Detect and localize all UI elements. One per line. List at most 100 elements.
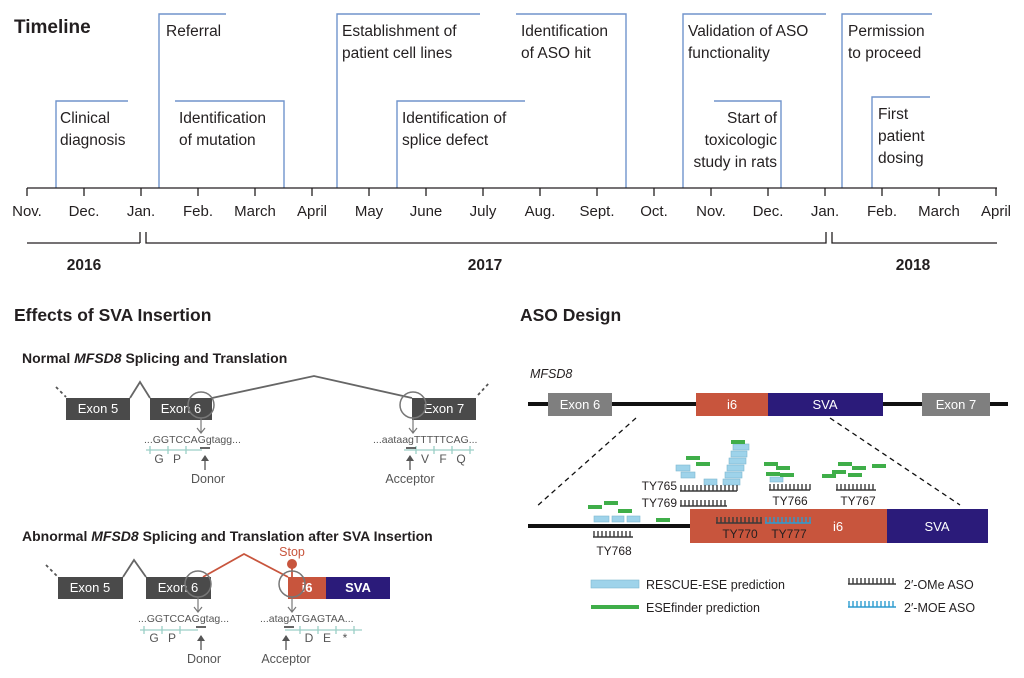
month-label: Jan. xyxy=(127,203,155,220)
event-label-first-patient-dosing: First xyxy=(878,106,909,123)
event-label-identification-of-aso-hit: of ASO hit xyxy=(521,45,591,62)
event-bracket-identification-of-mutation xyxy=(175,100,285,188)
legend-moe-label: 2′-MOE ASO xyxy=(904,601,975,615)
abnormal-exon5: Exon 5 xyxy=(70,580,110,595)
aso-ty765: TY765 xyxy=(642,479,678,493)
svg-text:F: F xyxy=(439,452,446,466)
timeline-ticks xyxy=(26,188,997,196)
aso-ty767: TY767 xyxy=(840,494,876,508)
month-label: April xyxy=(981,203,1011,220)
event-label-first-patient-dosing: dosing xyxy=(878,150,924,167)
legend-ome-swatch xyxy=(848,578,896,585)
month-label: Nov. xyxy=(696,203,726,220)
event-label-clinical-diagnosis: Clinical xyxy=(60,110,110,127)
aso-legend: RESCUE-ESE prediction ESEfinder predicti… xyxy=(590,578,975,615)
aso-glyph-ty766 xyxy=(769,484,811,491)
abnormal-splicing-diagram: Exon 5 Exon 6 i6 SVA Stop ...GGTCCAGgtag… xyxy=(45,545,390,666)
aso-ty766: TY766 xyxy=(772,494,808,508)
legend-esefinder-label: ESEfinder prediction xyxy=(646,601,760,615)
svg-text:Q: Q xyxy=(456,452,465,466)
month-label: Feb. xyxy=(183,203,213,220)
rescue-ese-predictions xyxy=(593,443,784,523)
normal-acceptor-sequence: ...aataagTTTTTCAG... xyxy=(373,434,477,446)
normal-splicing-diagram: Exon 5 Exon 6 Exon 7 ...GGTCCAGgtagg... … xyxy=(55,375,491,486)
abnormal-splicing-title: Abnormal MFSD8 Splicing and Translation … xyxy=(22,528,433,544)
year-2017: 2017 xyxy=(468,257,502,274)
aso-exon7: Exon 7 xyxy=(936,397,976,412)
year-2018: 2018 xyxy=(896,257,931,274)
normal-splicing-title: Normal MFSD8 Splicing and Translation xyxy=(22,350,287,366)
event-label-identification-of-mutation: of mutation xyxy=(179,132,256,149)
event-bracket-permission-to-proceed xyxy=(841,13,932,188)
legend-moe-swatch xyxy=(848,601,896,608)
month-label: Nov. xyxy=(12,203,42,220)
month-label: Feb. xyxy=(867,203,897,220)
event-bracket-identification-of-aso-hit xyxy=(516,13,627,188)
aso-zoom-track: i6 SVA xyxy=(528,509,988,543)
abnormal-acceptor-sequence: ...atagATGAGTAA... xyxy=(260,613,354,625)
event-bracket-establishment-of-cell-lines xyxy=(336,13,480,188)
event-label-identification-of-aso-hit: Identification xyxy=(521,23,608,40)
svg-text:P: P xyxy=(168,631,176,645)
event-bracket-clinical-diagnosis xyxy=(55,100,128,188)
year-braces xyxy=(27,232,997,244)
zoom-sva: SVA xyxy=(924,519,949,534)
event-label-first-patient-dosing: patient xyxy=(878,128,925,145)
normal-acceptor-label: Acceptor xyxy=(385,472,434,486)
event-label-clinical-diagnosis: diagnosis xyxy=(60,132,126,149)
event-label-permission-to-proceed: Permission xyxy=(848,23,925,40)
month-label: Dec. xyxy=(69,203,100,220)
month-label: Jan. xyxy=(811,203,839,220)
timeline-event-labels: ClinicaldiagnosisReferralIdentificationo… xyxy=(60,23,925,171)
aso-ty770: TY770 xyxy=(722,527,758,541)
normal-exon5 xyxy=(66,398,130,420)
legend-ome-label: 2′-OMe ASO xyxy=(904,578,974,592)
aso-exon6: Exon 6 xyxy=(560,397,600,412)
month-label: March xyxy=(234,203,276,220)
aso-glyph-ty767 xyxy=(836,484,876,491)
event-bracket-referral xyxy=(158,13,226,188)
zoom-lines xyxy=(535,417,961,508)
zoom-i6: i6 xyxy=(833,519,843,534)
timeline-event-brackets xyxy=(55,13,932,188)
esefinder-predictions xyxy=(588,440,886,522)
normal-donor-sequence: ...GGTCCAGgtagg... xyxy=(144,434,241,446)
month-label: July xyxy=(470,203,497,220)
svg-text:Exon 5: Exon 5 xyxy=(78,401,118,416)
abnormal-exon6: Exon 6 xyxy=(158,580,198,595)
effects-title: Effects of SVA Insertion xyxy=(14,305,211,325)
event-label-establishment-of-cell-lines: patient cell lines xyxy=(342,45,453,62)
svg-text:E: E xyxy=(323,631,331,645)
svg-text:P: P xyxy=(173,452,181,466)
month-label: Oct. xyxy=(640,203,668,220)
event-label-permission-to-proceed: to proceed xyxy=(848,45,921,62)
abnormal-acceptor-label: Acceptor xyxy=(261,652,310,666)
event-label-identification-of-mutation: Identification xyxy=(179,110,266,127)
event-label-start-of-toxicologic-study: toxicologic xyxy=(705,132,778,149)
aso-glyph-ty768 xyxy=(593,531,633,538)
svg-text:*: * xyxy=(343,631,348,645)
aso-ty769: TY769 xyxy=(642,496,678,510)
aso-ty777: TY777 xyxy=(771,527,807,541)
event-label-identification-of-splice-defect: splice defect xyxy=(402,132,489,149)
month-label: May xyxy=(355,203,384,220)
event-bracket-identification-of-splice-defect xyxy=(396,100,525,188)
event-bracket-validation-of-aso xyxy=(682,13,826,188)
event-label-establishment-of-cell-lines: Establishment of xyxy=(342,23,457,40)
legend-moe-comb xyxy=(848,601,896,608)
event-label-start-of-toxicologic-study: study in rats xyxy=(693,154,777,171)
month-label: April xyxy=(297,203,327,220)
legend-esefinder-swatch xyxy=(591,605,639,609)
legend-ome-comb xyxy=(848,578,896,585)
svg-text:D: D xyxy=(305,631,314,645)
month-label: Sept. xyxy=(579,203,614,220)
legend-rescue-swatch xyxy=(590,579,640,589)
month-label: June xyxy=(410,203,443,220)
aso-sva: SVA xyxy=(812,397,837,412)
svg-text:Exon 7: Exon 7 xyxy=(424,401,464,416)
year-2016: 2016 xyxy=(67,257,102,274)
aso-i6: i6 xyxy=(727,397,737,412)
aso-glyph-ty777 xyxy=(765,517,811,524)
